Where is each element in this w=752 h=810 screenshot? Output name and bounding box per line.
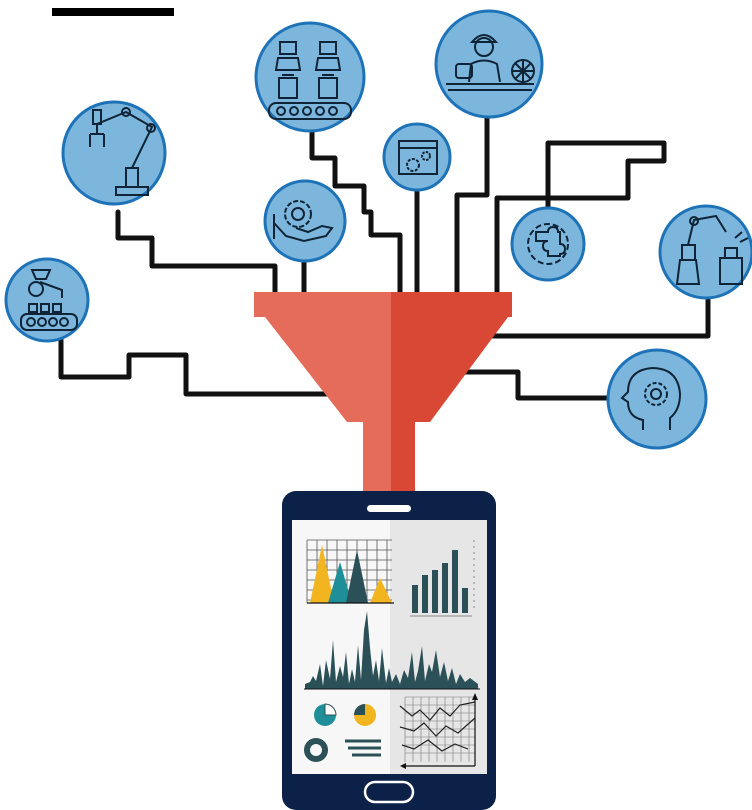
funnel-spout-right	[391, 422, 415, 494]
funnel-cone-left	[265, 317, 391, 422]
histogram-chart	[304, 611, 480, 690]
funnel-rim-left	[254, 292, 391, 317]
robot-arm-station-icon	[675, 214, 749, 285]
connector-mind	[461, 369, 614, 401]
connector-packaging	[309, 126, 403, 297]
bubble-browser-gears	[382, 122, 452, 192]
area-peaks-chart	[306, 539, 394, 604]
connector-robot-station	[473, 293, 711, 339]
tablet	[282, 491, 496, 810]
connector-worker	[454, 114, 490, 297]
robotic-arm-icon	[89, 107, 156, 196]
connector-lines	[58, 114, 711, 401]
factory-worker-icon	[446, 34, 535, 91]
connector-robot-arm	[115, 209, 278, 297]
tablet-speaker	[367, 505, 411, 512]
bubble-worker	[434, 9, 544, 119]
line-chart-grid	[399, 693, 478, 769]
funnel-spout-left	[363, 422, 391, 494]
funnel-cone-right	[391, 317, 508, 422]
bubble-conveyor	[4, 257, 90, 343]
funnel-rim-right	[391, 292, 512, 317]
browser-gears-icon	[398, 140, 438, 175]
bubble-mind	[606, 348, 708, 450]
puzzle-gear-icon	[527, 223, 569, 265]
bubble-packaging	[254, 21, 366, 133]
source-bubbles	[4, 9, 752, 450]
title-rule	[52, 8, 174, 16]
funnel	[254, 292, 512, 494]
conveyor-feeder-icon	[20, 269, 78, 331]
bubble-gear-hand	[263, 179, 347, 263]
pie-and-donut-charts	[304, 703, 381, 762]
gear-in-hand-icon	[273, 200, 334, 243]
tablet-home-button	[363, 780, 415, 804]
screen-charts	[304, 539, 480, 769]
connector-conveyor	[58, 337, 341, 397]
bubble-puzzle	[510, 206, 586, 282]
bubble-robot-arm	[61, 100, 167, 206]
tablet-screen-right-shade	[390, 520, 487, 774]
packaging-machines-icon	[268, 41, 352, 120]
bar-chart	[410, 540, 475, 617]
bubble-robot-station	[658, 204, 752, 300]
connector-puzzle	[494, 140, 667, 297]
mind-gear-icon	[620, 366, 682, 430]
